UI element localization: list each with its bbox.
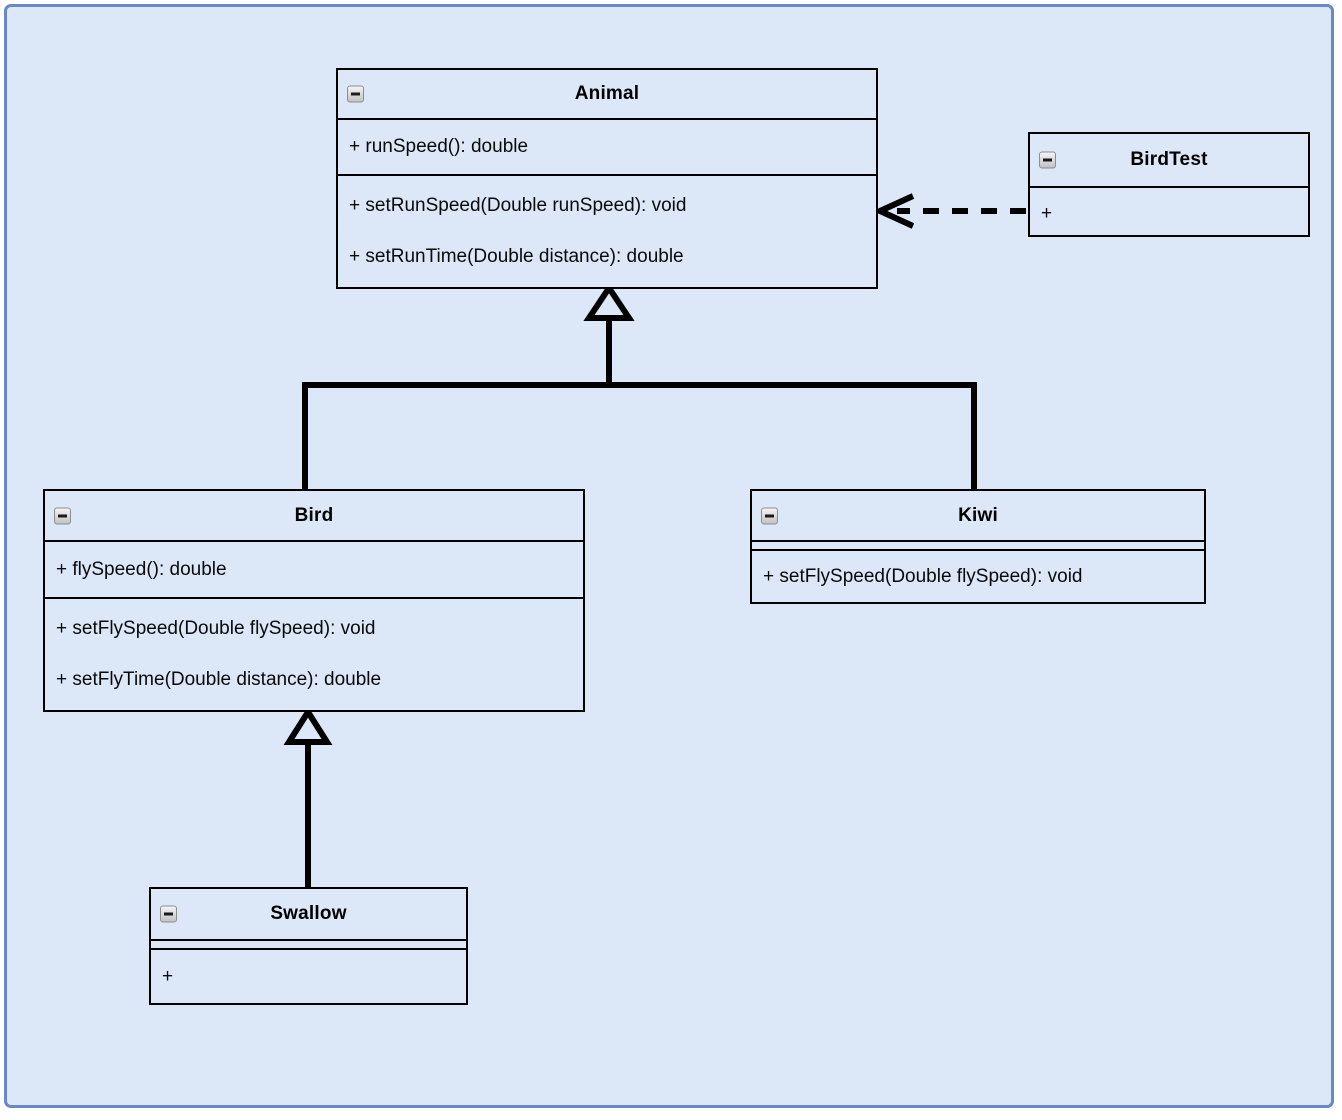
collapse-minus-icon[interactable] (347, 85, 364, 103)
class-title-bar-animal: Animal (338, 70, 876, 118)
collapse-minus-icon[interactable] (160, 905, 177, 923)
operations-compartment-kiwi: + setFlySpeed(Double flySpeed): void (752, 549, 1204, 602)
attributes-compartment-bird: + flySpeed(): double (45, 540, 583, 597)
class-member: + setFlySpeed(Double flySpeed): void (763, 565, 1083, 587)
collapse-minus-icon[interactable] (1039, 151, 1056, 169)
class-title-bar-birdtest: BirdTest (1030, 134, 1308, 186)
uml-class-animal[interactable]: Animal + runSpeed(): double + setRunSpee… (336, 68, 878, 289)
class-name-animal: Animal (574, 83, 640, 104)
class-member: + setRunTime(Double distance): double (349, 246, 684, 267)
attributes-compartment-kiwi (752, 540, 1204, 549)
operations-compartment-animal: + setRunSpeed(Double runSpeed): void + s… (338, 174, 876, 287)
operations-compartment-bird: + setFlySpeed(Double flySpeed): void + s… (45, 597, 583, 710)
class-name-bird: Bird (294, 504, 334, 526)
attributes-compartment-animal: + runSpeed(): double (338, 118, 876, 174)
class-member: + runSpeed(): double (349, 136, 529, 158)
attributes-compartment-swallow (151, 939, 466, 948)
uml-class-kiwi[interactable]: Kiwi + setFlySpeed(Double flySpeed): voi… (750, 489, 1206, 604)
class-name-swallow: Swallow (270, 903, 347, 924)
uml-class-swallow[interactable]: Swallow + (149, 887, 468, 1005)
operations-compartment-swallow: + (151, 948, 466, 1003)
uml-class-birdtest[interactable]: BirdTest + (1028, 132, 1310, 237)
class-member: + setRunSpeed(Double runSpeed): void (349, 195, 687, 217)
class-title-bar-bird: Bird (45, 491, 583, 540)
collapse-minus-icon[interactable] (54, 507, 71, 524)
class-title-bar-swallow: Swallow (151, 889, 466, 939)
class-title-bar-kiwi: Kiwi (752, 491, 1204, 540)
class-member: + (1041, 202, 1053, 224)
class-member: + setFlySpeed(Double flySpeed): void (56, 618, 376, 640)
class-member: + (162, 965, 174, 987)
collapse-minus-icon[interactable] (761, 507, 778, 524)
class-name-birdtest: BirdTest (1130, 149, 1208, 170)
operations-compartment-birdtest: + (1030, 186, 1308, 239)
uml-class-bird[interactable]: Bird + flySpeed(): double + setFlySpeed(… (43, 489, 585, 712)
class-name-kiwi: Kiwi (958, 504, 998, 526)
class-member: + flySpeed(): double (56, 558, 227, 580)
class-member: + setFlyTime(Double distance): double (56, 669, 382, 690)
